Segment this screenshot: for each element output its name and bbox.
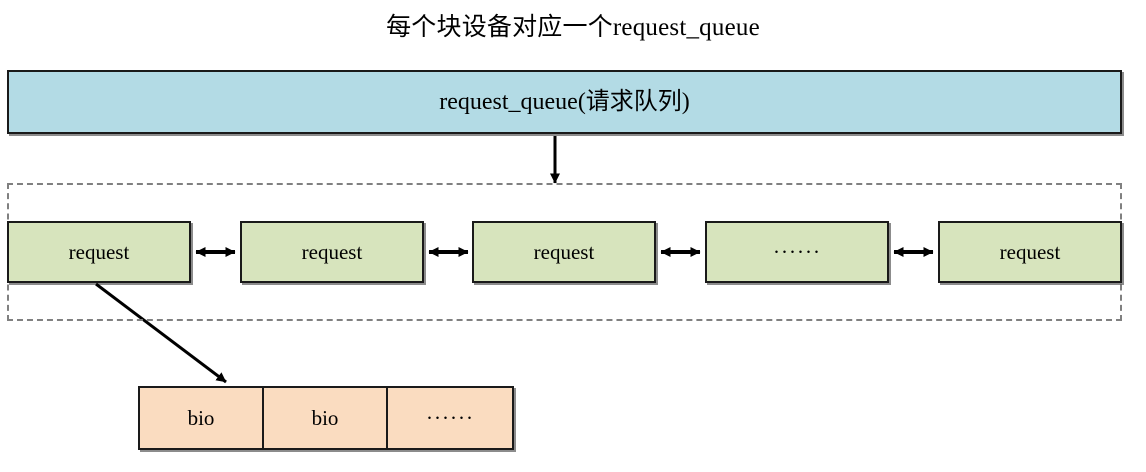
page-title: 每个块设备对应一个request_queue	[386, 14, 760, 41]
request-node-ellipsis: ······	[705, 221, 889, 283]
bio-cell-ellipsis: ······	[388, 388, 512, 448]
bio-cell-label: bio	[187, 406, 215, 430]
request-queue-box: request_queue(请求队列)	[7, 70, 1122, 134]
request-node: request	[938, 221, 1122, 283]
request-node-label: request	[999, 240, 1061, 264]
request-node-label: request	[301, 240, 363, 264]
request-node: request	[240, 221, 424, 283]
request-queue-label: request_queue(请求队列)	[439, 89, 690, 115]
bio-list: bio bio ······	[138, 386, 514, 450]
request-node-label: request	[533, 240, 595, 264]
request-node-label: request	[68, 240, 130, 264]
bio-cell: bio	[140, 388, 264, 448]
bio-cell-label: bio	[311, 406, 339, 430]
request-node: request	[472, 221, 656, 283]
bio-ellipsis-label: ······	[426, 406, 474, 430]
request-ellipsis-label: ······	[773, 240, 821, 264]
bio-cell: bio	[264, 388, 388, 448]
request-node: request	[7, 221, 191, 283]
